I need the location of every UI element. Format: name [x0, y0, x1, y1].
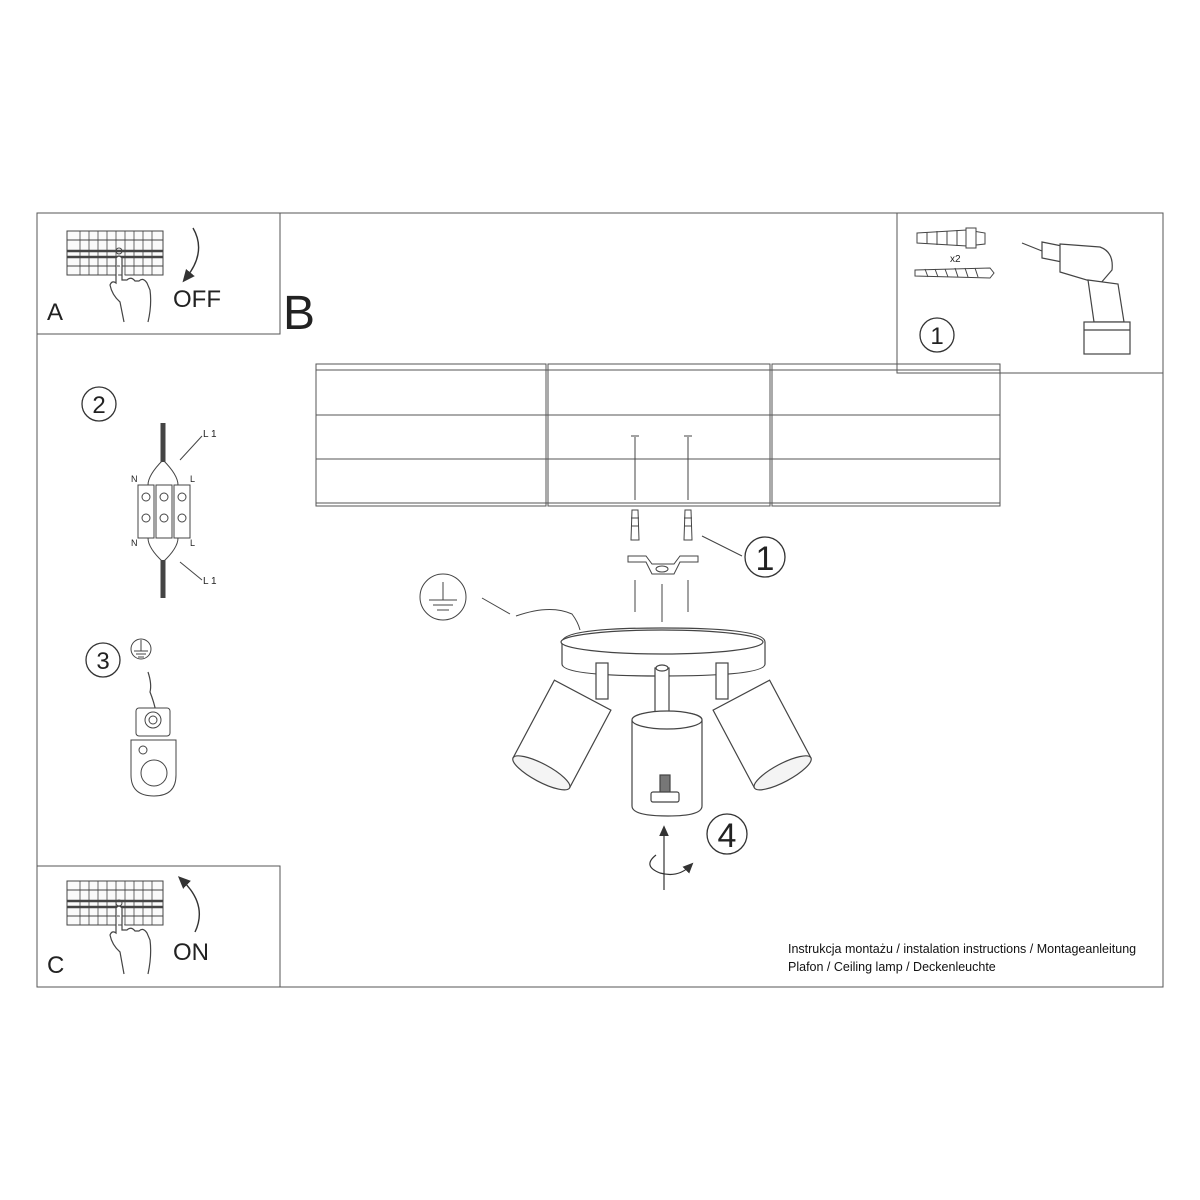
panel-a: OFF A: [36, 212, 281, 335]
spot-arm: [595, 662, 609, 700]
ground-symbol-icon: [419, 573, 581, 631]
footer-caption: Instrukcja montażu / instalation instruc…: [788, 940, 1136, 976]
footer-line-1: Instrukcja montażu / instalation instruc…: [788, 942, 1137, 956]
footer-line-2: Plafon / Ceiling lamp / Deckenleuchte: [788, 960, 996, 974]
step-number: 3: [96, 648, 109, 675]
panel-a-action: OFF: [173, 286, 221, 313]
panel-c: ON C: [36, 865, 281, 988]
wire-label-l-top: L: [190, 474, 195, 484]
wall-plug-icon: [630, 509, 693, 541]
step-number: 1: [930, 323, 943, 350]
step-number: 4: [718, 817, 737, 855]
quantity-label: x2: [950, 254, 961, 265]
ground-wire-icon: [147, 671, 157, 713]
ceiling-lamp-fixture: [512, 627, 812, 817]
mounting-hardware: [627, 435, 743, 622]
outer-frame: [36, 212, 1164, 988]
panel-a-letter: A: [47, 299, 63, 326]
turn-on-arrow-icon: [177, 876, 200, 933]
step-number: 1: [756, 540, 775, 578]
screw-icon: [914, 267, 995, 279]
breaker-box-icon: [66, 880, 164, 926]
tools-panel: x2 1: [896, 212, 1164, 374]
step-1-mounting: 1: [744, 536, 786, 578]
wire-label-l1-top: L 1: [203, 429, 217, 440]
step-badge: [81, 386, 117, 422]
step-3-ground: 3: [85, 638, 177, 797]
ground-clamp-icon: [130, 707, 177, 797]
spot-center: [631, 710, 703, 817]
step-badge: [744, 536, 786, 578]
terminal-block-icon: [137, 423, 203, 598]
panel-c-action: ON: [173, 939, 209, 966]
step-badge: [706, 813, 748, 855]
wire-label-l1-bottom: L 1: [203, 576, 217, 587]
spot-right: [712, 679, 812, 791]
drill-icon: [1021, 241, 1131, 355]
step-4-fixture: 4: [706, 813, 748, 855]
step-badge: [85, 642, 121, 678]
spot-left: [512, 679, 612, 791]
wire-label-n-top: N: [131, 474, 138, 484]
spot-arm: [715, 662, 729, 700]
wire-label-l-bottom: L: [190, 538, 195, 548]
step-number: 2: [92, 392, 105, 419]
ceiling-slabs: [315, 363, 1001, 507]
bolt-icon: [650, 774, 680, 803]
step-2-wiring: 2 L 1 N L N L L 1: [81, 386, 217, 598]
hand-icon: [109, 905, 152, 975]
rotate-arrow-icon: [649, 825, 694, 890]
wire-label-n-bottom: N: [131, 538, 138, 548]
wall-plug-icon: [916, 227, 986, 249]
ground-symbol-icon: [130, 638, 152, 660]
breaker-box-icon: [66, 230, 164, 276]
hand-icon: [109, 255, 152, 323]
panel-c-letter: C: [47, 952, 64, 979]
panel-b-letter: B: [283, 287, 315, 340]
step-badge: [919, 317, 955, 353]
mounting-bracket-icon: [627, 555, 699, 575]
turn-off-arrow-icon: [182, 227, 200, 283]
